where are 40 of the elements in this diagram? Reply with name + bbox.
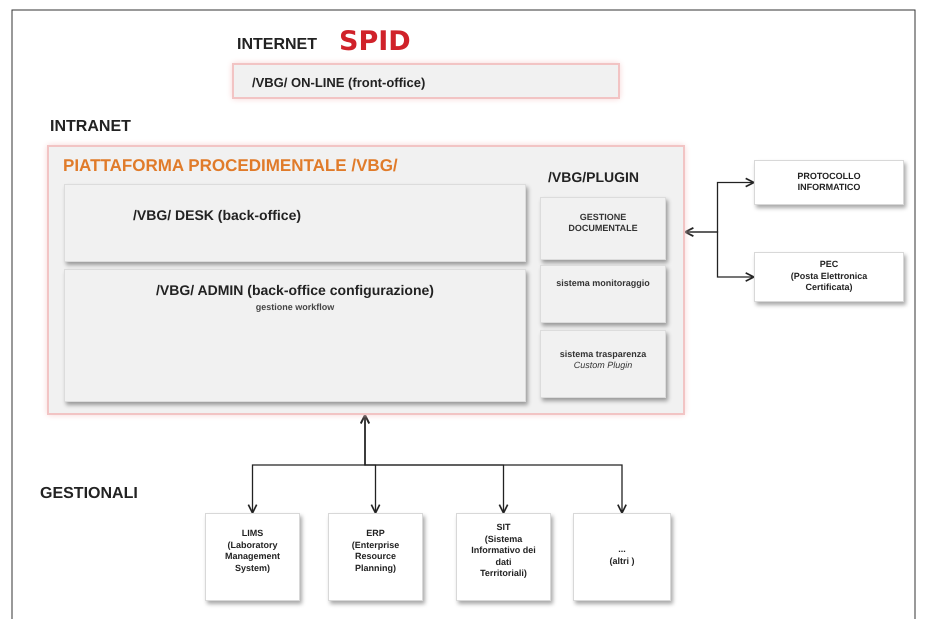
node-title: sistema monitoraggio [555,278,651,290]
node-subtitle: /VBG/PLUGIN [548,169,640,186]
node-subtitle: gestione workflow [254,302,336,314]
plugin-box [540,197,666,260]
node-subtitle: Custom Plugin [572,360,634,372]
node-title: /VBG/ DESK (back-office) [133,207,302,224]
node-subtitle: (Laboratory Management System) [224,540,281,574]
node-title: SIT [495,522,512,534]
system-box [754,160,904,205]
node-title: GESTIONE DOCUMENTALE [567,212,639,234]
node-title: PIATTAFORMA PROCEDIMENTALE /VBG/ [63,155,398,176]
system-box [573,513,671,601]
node-title: /VBG/ ON-LINE (front-office) [252,75,426,92]
connector-arrow [684,227,755,282]
zone-heading: GESTIONALI [40,485,138,503]
desk-box [64,184,526,262]
node-subtitle: (altri ) [608,556,636,568]
node-title: ERP [365,528,386,540]
node-title: PROTOCOLLO INFORMATICO [796,171,862,194]
node-subtitle: (Posta Elettronica Certificata) [790,271,868,294]
connector-arrow [360,414,627,514]
admin-box [64,269,526,402]
system-box [754,252,904,302]
node-title: PEC [818,259,840,270]
system-box [456,513,551,601]
zone-heading: SPID [339,26,411,57]
node-title: ... [617,544,627,556]
system-box [328,513,423,601]
platform-panel [47,145,685,415]
node-title: /VBG/ ADMIN (back-office configurazione) [155,282,435,300]
node-title: LIMS [240,528,264,540]
zone-heading: INTRANET [50,118,131,136]
node-subtitle: (Enterprise Resource Planning) [350,540,400,574]
plugin-box [540,265,666,323]
node-title: sistema trasparenza [558,349,648,360]
node-subtitle: (Sistema Informativo dei dati Territoriali) [471,534,536,579]
plugin-box [540,330,666,398]
front-office-box [232,63,620,99]
system-box [205,513,300,601]
zone-heading: INTERNET [237,36,317,54]
